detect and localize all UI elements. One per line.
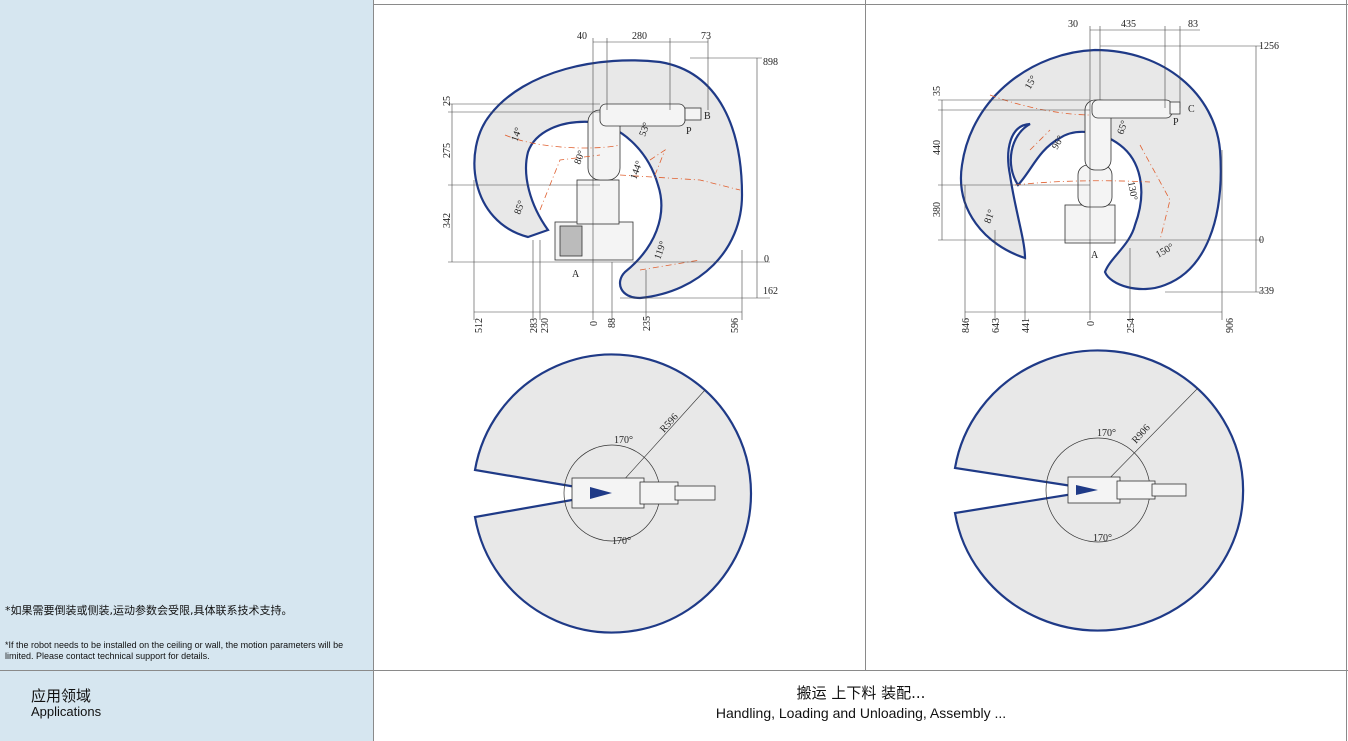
robot1-trace-lines bbox=[504, 134, 741, 271]
robot2-top-dim-3: 83 bbox=[1188, 19, 1198, 30]
applications-label-cn: 应用领域 bbox=[31, 687, 92, 705]
robot1-angle-5: 85° bbox=[512, 199, 527, 216]
divider-left bbox=[373, 0, 374, 741]
left-column-panel bbox=[0, 0, 373, 741]
robot2-angle-5: 81° bbox=[982, 208, 997, 225]
robot1-bottom-dim-6: 235 bbox=[642, 316, 653, 331]
robot1-top-angle-top: 170° bbox=[614, 435, 633, 446]
robot1-top-angle-bottom: 170° bbox=[612, 536, 631, 547]
robot1-dim-lines bbox=[448, 38, 770, 320]
divider-row bbox=[0, 670, 1348, 671]
robot2-bottom-dim-1: 846 bbox=[961, 318, 972, 333]
robot2-bottom-dim-4: 0 bbox=[1086, 321, 1097, 326]
divider-middle bbox=[865, 0, 866, 670]
robot1-point-a: A bbox=[572, 269, 580, 280]
robot2-bottom-dim-6: 906 bbox=[1225, 318, 1236, 333]
robot1-left-dim-2: 275 bbox=[442, 143, 453, 158]
robot1-right-dim-1: 898 bbox=[763, 57, 778, 68]
robot1-angle-4: 144° bbox=[628, 159, 645, 181]
robot1-angle-2: 80° bbox=[572, 149, 587, 166]
applications-value-cn: 搬运 上下料 装配... bbox=[796, 684, 926, 702]
robot1-top-dim-2: 280 bbox=[632, 31, 647, 42]
robot2-point-p: P bbox=[1173, 117, 1179, 128]
robot1-bottom-dim-3: 230 bbox=[540, 318, 551, 333]
robot2-bottom-dim-3: 441 bbox=[1021, 318, 1032, 333]
robot1-point-p: P bbox=[686, 126, 692, 137]
robot2-bottom-dim-2: 643 bbox=[991, 318, 1002, 333]
robot1-bottom-dim-4: 0 bbox=[589, 321, 600, 326]
robot2-angle-4: 130° bbox=[1125, 181, 1139, 202]
robot1-body bbox=[554, 103, 702, 261]
robot1-angle-1: 14° bbox=[509, 126, 524, 143]
note-english: *If the robot needs to be installed on t… bbox=[5, 640, 344, 661]
robot2-angle-3: 65° bbox=[1115, 119, 1130, 136]
robot2-left-dim-3: 380 bbox=[932, 202, 943, 217]
robot2-top-dim-2: 435 bbox=[1121, 19, 1136, 30]
divider-top bbox=[373, 4, 1348, 5]
robot2-top-dim-1: 30 bbox=[1068, 19, 1078, 30]
note-chinese: *如果需要倒装或侧装,运动参数会受限,具体联系技术支持。 bbox=[5, 604, 293, 617]
robot2-side-view: 30 435 83 1256 0 339 35 440 380 846 643 … bbox=[932, 19, 1279, 333]
robot2-top-view: R906 170° 170° bbox=[953, 349, 1245, 632]
applications-value-en: Handling, Loading and Unloading, Assembl… bbox=[715, 705, 1007, 721]
robot2-right-dim-3: 339 bbox=[1259, 286, 1274, 297]
robot1-left-dim-3: 342 bbox=[442, 213, 453, 228]
robot1-top-dim-3: 73 bbox=[701, 31, 711, 42]
robot1-right-dim-3: 162 bbox=[763, 286, 778, 297]
robot1-bottom-dim-7: 596 bbox=[730, 318, 741, 333]
applications-label-en: Applications bbox=[31, 704, 102, 719]
robot2-point-c: C bbox=[1188, 104, 1195, 115]
robot2-top-angle-top: 170° bbox=[1097, 428, 1116, 439]
robot1-top-view: R596 170° 170° bbox=[473, 353, 753, 634]
robot1-right-dim-2: 0 bbox=[764, 254, 769, 265]
robot1-side-view: 40 280 73 898 0 162 25 275 342 512 283 2… bbox=[442, 31, 778, 333]
robot2-dim-lines bbox=[938, 26, 1262, 320]
divider-right bbox=[1346, 0, 1347, 741]
robot1-left-dim-1: 25 bbox=[442, 96, 453, 106]
robot1-bottom-dim-1: 512 bbox=[474, 318, 485, 333]
robot1-top-dim-1: 40 bbox=[577, 31, 587, 42]
robot1-angle-3: 53° bbox=[637, 121, 652, 138]
robot2-bottom-dim-5: 254 bbox=[1126, 318, 1137, 333]
robot1-top-body bbox=[571, 477, 716, 509]
robot2-left-dim-1: 35 bbox=[932, 86, 943, 96]
robot1-point-b: B bbox=[704, 111, 711, 122]
robot2-right-dim-2: 0 bbox=[1259, 235, 1264, 246]
robot2-point-a: A bbox=[1091, 250, 1099, 261]
robot1-bottom-dim-5: 88 bbox=[607, 318, 618, 328]
robot1-bottom-dim-2: 283 bbox=[529, 318, 540, 333]
robot2-top-angle-bottom: 170° bbox=[1093, 533, 1112, 544]
robot2-trace-lines bbox=[989, 94, 1171, 241]
robot2-left-dim-2: 440 bbox=[932, 140, 943, 155]
robot2-right-dim-1: 1256 bbox=[1259, 41, 1279, 52]
